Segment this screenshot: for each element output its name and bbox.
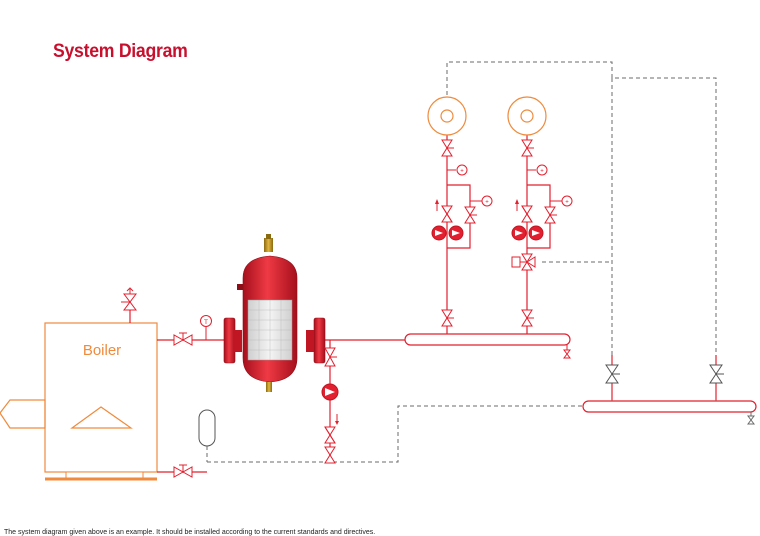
balancing-valve-icon: +	[544, 195, 573, 224]
flow-arrow-icon	[515, 199, 519, 211]
svg-text:+: +	[540, 169, 544, 175]
gate-valve-icon	[441, 309, 454, 327]
flame-icon	[70, 406, 133, 429]
gate-valve-icon	[324, 347, 337, 367]
heating-circuit-2: + +	[507, 96, 573, 327]
svg-text:+: +	[485, 200, 489, 206]
gate-valve-icon	[173, 332, 193, 346]
heating-circuit-1: + +	[427, 96, 493, 327]
boiler-label: Boiler	[83, 342, 121, 359]
pump-icon	[511, 225, 544, 241]
three-way-mixing-valve-icon	[511, 253, 536, 271]
gate-valve-icon	[521, 309, 534, 327]
pressure-gauge-icon: +	[527, 164, 548, 176]
radiator-icon	[507, 96, 547, 136]
balancing-valve-icon: +	[464, 195, 493, 224]
check-valve-icon	[521, 205, 533, 223]
flow-arrow-icon	[435, 199, 439, 211]
gate-valve-icon	[173, 464, 193, 478]
check-valve-icon	[324, 426, 336, 444]
safety-valve-icon	[121, 287, 137, 311]
dirt-separator	[223, 234, 326, 392]
thermometer-icon: T	[200, 315, 212, 340]
pressure-gauge-icon: +	[447, 164, 468, 176]
diagram-title: System Diagram	[53, 41, 188, 62]
gate-valve-icon	[605, 364, 620, 384]
svg-text:+: +	[460, 169, 464, 175]
flow-header	[404, 333, 571, 346]
boiler: Boiler	[0, 322, 158, 481]
return-header	[582, 400, 757, 413]
gate-valve-icon	[521, 139, 534, 157]
expansion-vessel-icon	[198, 409, 216, 447]
drain-valve-icon	[563, 345, 571, 359]
svg-text:+: +	[565, 200, 569, 206]
drain-valve-icon	[747, 412, 755, 425]
footnote: The system diagram given above is an exa…	[4, 529, 376, 536]
pump-icon	[321, 383, 339, 401]
check-valve-icon	[441, 205, 453, 223]
pump-icon	[431, 225, 464, 241]
thermometer-label: T	[204, 319, 208, 326]
burner	[0, 399, 46, 429]
check-valve-icon	[335, 414, 339, 425]
radiator-icon	[427, 96, 467, 136]
gate-valve-icon	[441, 139, 454, 157]
gate-valve-icon	[709, 364, 724, 384]
pipework	[129, 135, 717, 473]
control-lines	[206, 61, 717, 463]
gate-valve-icon	[324, 446, 336, 464]
